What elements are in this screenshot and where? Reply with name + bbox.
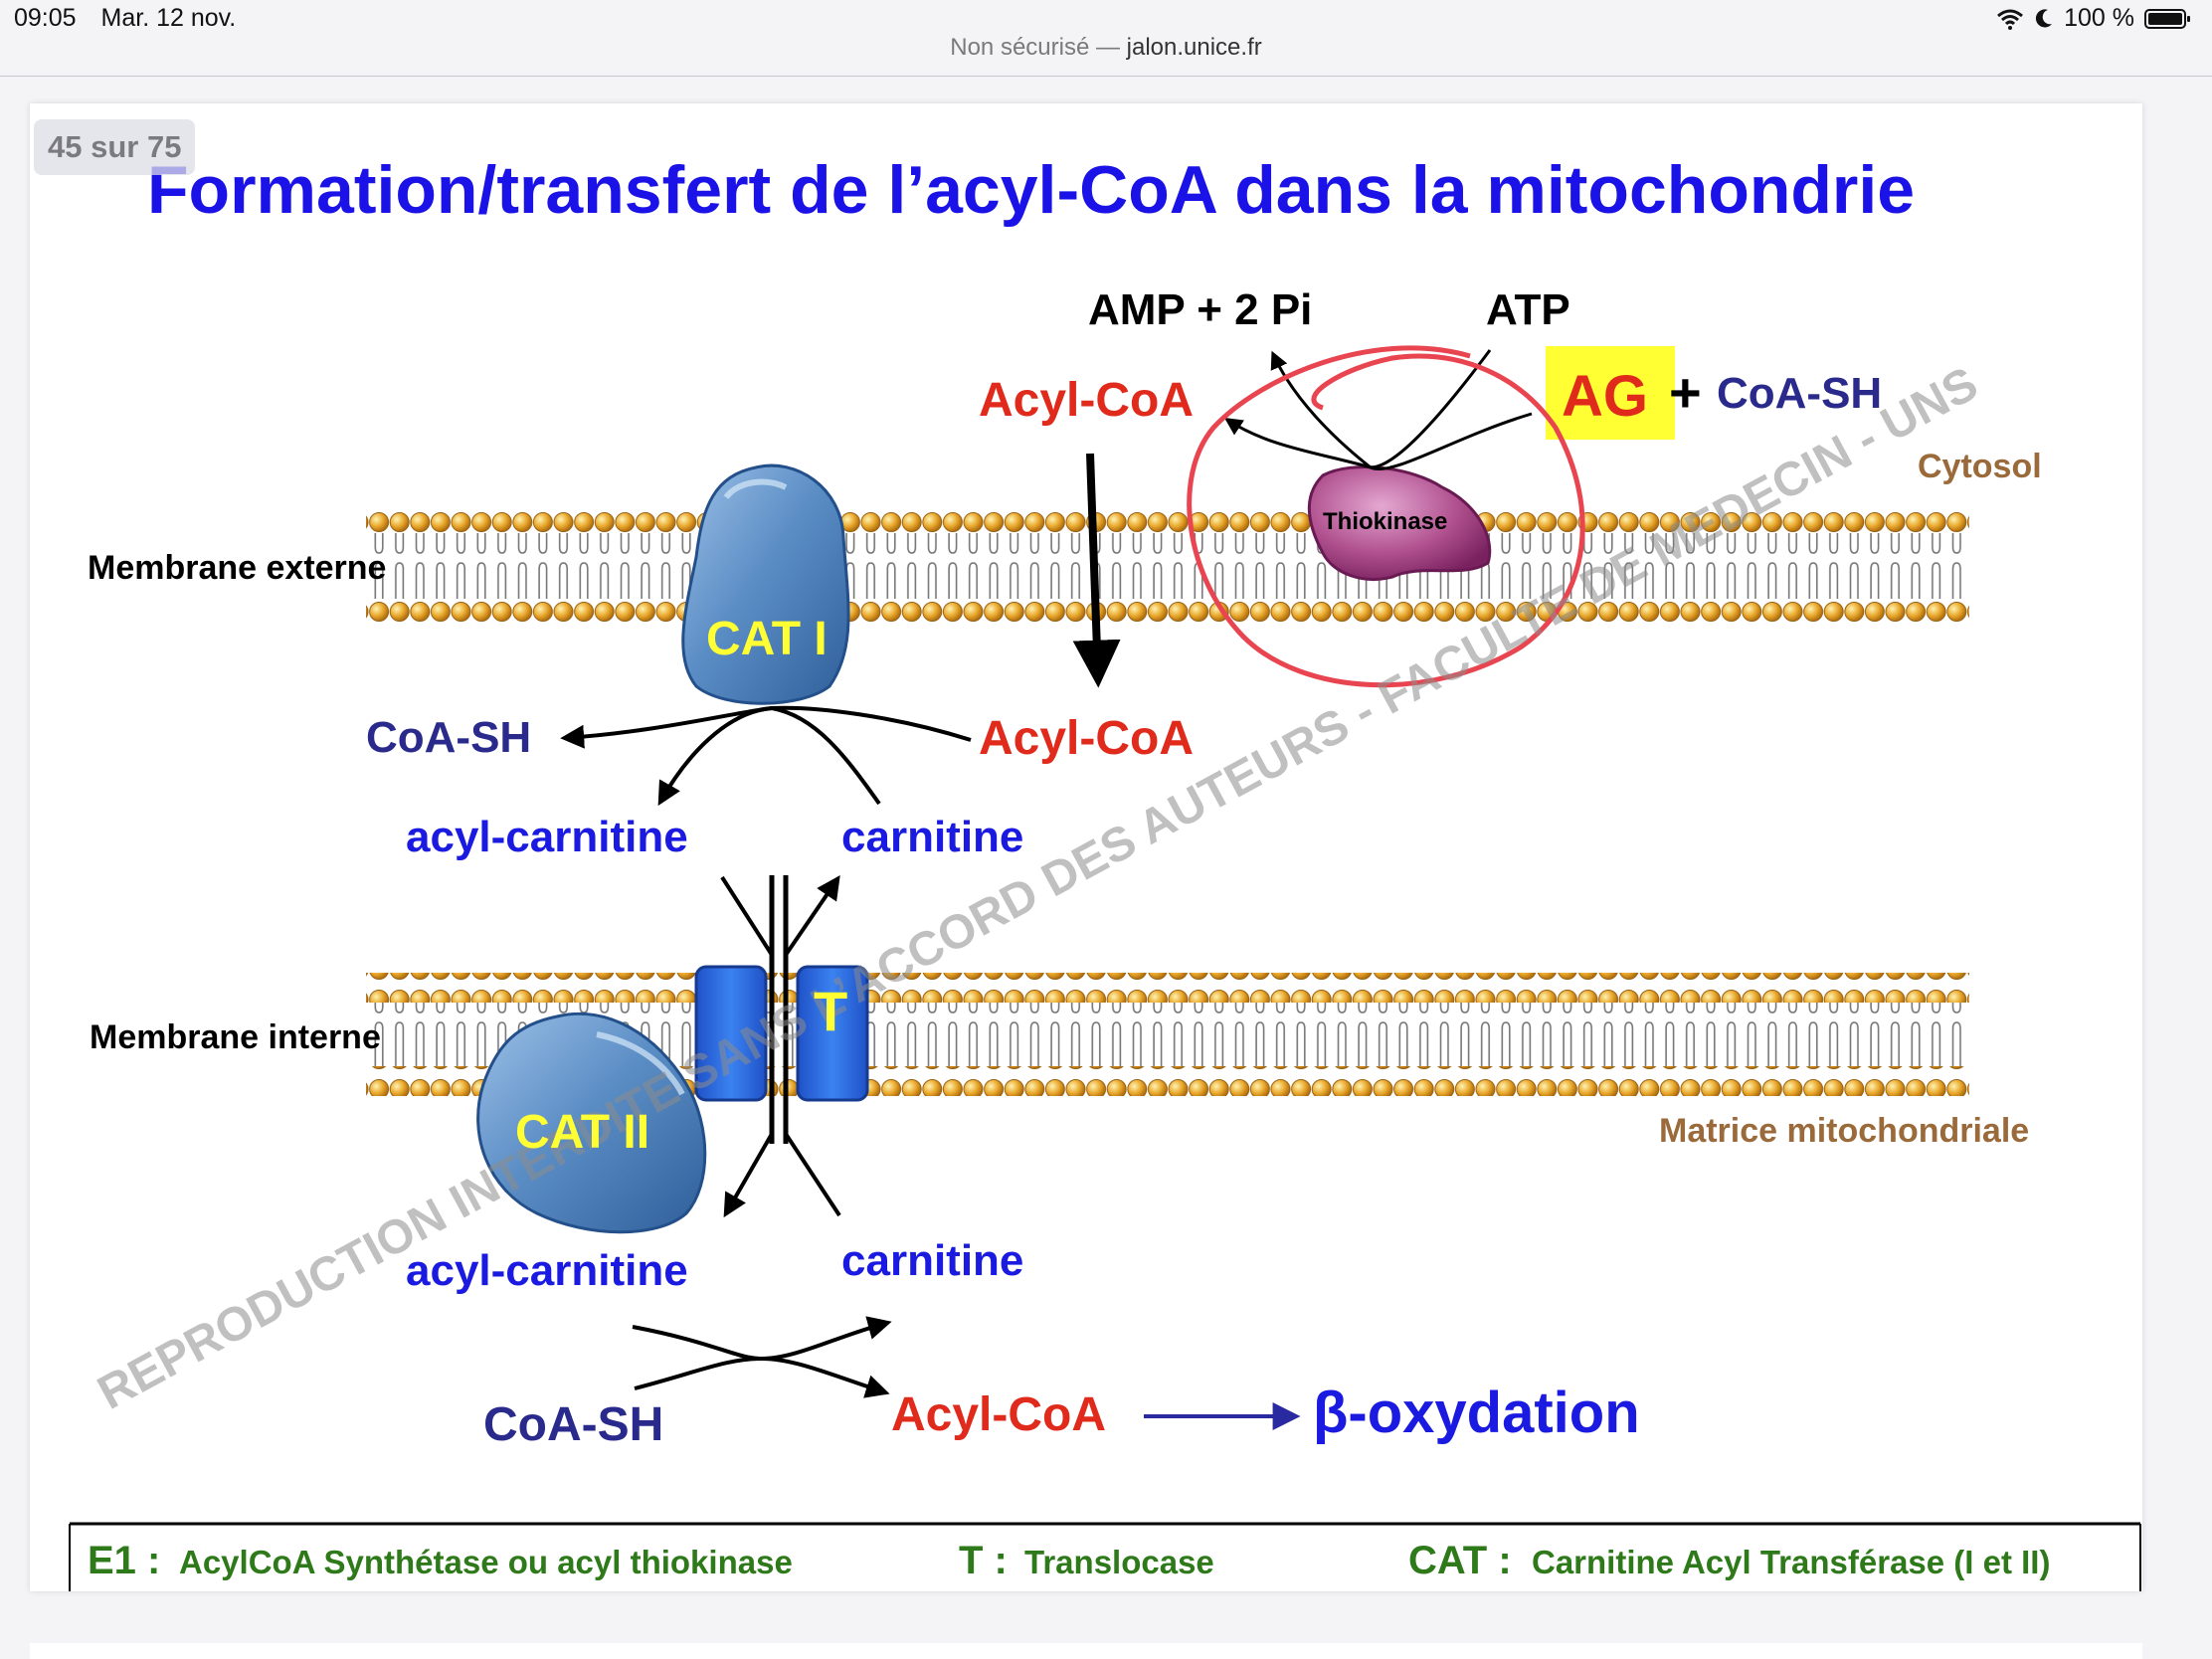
address-bar[interactable]: Non sécurisé — jalon.unice.fr — [0, 34, 2212, 77]
label-membrane-externe: Membrane externe — [88, 549, 386, 587]
label-membrane-interne: Membrane interne — [90, 1018, 381, 1056]
battery-percentage: 100 % — [2064, 4, 2134, 32]
outer-membrane — [366, 503, 1969, 625]
moon-icon — [2036, 8, 2053, 27]
label-plus: + — [1669, 361, 1702, 424]
battery-icon — [2144, 8, 2190, 29]
label-coash-intermembrane: CoA-SH — [366, 713, 531, 762]
slide-title: Formation/transfert de l’acyl-CoA dans l… — [147, 152, 1915, 228]
thiokinase-enzyme — [1307, 465, 1492, 581]
next-page-edge — [30, 1643, 2142, 1659]
label-acylcarnitine-matrix: acyl-carnitine — [406, 1246, 688, 1295]
label-thiokinase: Thiokinase — [1323, 508, 1447, 535]
label-coash-cytosol: CoA-SH — [1717, 369, 1882, 418]
status-left: 09:05 Mar. 12 nov. — [14, 4, 236, 33]
label-cat1: CAT I — [706, 613, 828, 665]
translocase-protein — [694, 875, 869, 1144]
address-separator: — — [1095, 34, 1120, 61]
label-cytosol: Cytosol — [1918, 448, 2042, 485]
label-ag: AG — [1562, 364, 1648, 429]
label-coash-matrix: CoA-SH — [483, 1398, 663, 1451]
legend-t-text: Translocase — [1024, 1544, 1214, 1580]
label-amp-2pi: AMP + 2 Pi — [1088, 285, 1312, 334]
label-acylcarnitine-intermembrane: acyl-carnitine — [406, 813, 688, 861]
red-annotation-circle — [1187, 345, 1585, 688]
legend-cat-text: Carnitine Acyl Transférase (I et II) — [1532, 1544, 2050, 1580]
label-matrice: Matrice mitochondriale — [1659, 1112, 2029, 1150]
clock: 09:05 — [14, 4, 77, 32]
status-right: 100 % — [1996, 4, 2192, 33]
label-beta-oxydation: β-oxydation — [1313, 1381, 1640, 1445]
legend-cat-key: CAT : — [1408, 1539, 1512, 1582]
legend-t-key: T : — [959, 1539, 1008, 1582]
cat2-protein — [476, 1012, 707, 1234]
label-cat2: CAT II — [515, 1106, 649, 1159]
label-acylcoa-intermembrane: Acyl-CoA — [979, 712, 1194, 765]
ag-highlight — [1546, 346, 1675, 440]
legend-e1-key: E1 : — [88, 1539, 160, 1582]
cat2-reaction-arrows — [632, 1316, 1301, 1430]
label-acylcoa-matrix: Acyl-CoA — [891, 1388, 1106, 1441]
security-label: Non sécurisé — [950, 34, 1090, 61]
label-translocase-t: T — [814, 980, 847, 1042]
wifi-icon — [1997, 9, 2024, 30]
label-atp: ATP — [1486, 285, 1570, 334]
status-bar: 09:05 Mar. 12 nov. 100 % — [0, 0, 2212, 40]
label-carnitine-matrix: carnitine — [841, 1236, 1023, 1285]
label-acylcoa-cytosol: Acyl-CoA — [979, 374, 1194, 427]
legend-e1-text: AcylCoA Synthétase ou acyl thiokinase — [179, 1544, 793, 1580]
legend-box — [69, 1522, 2141, 1591]
top-reaction-arrows — [1072, 349, 1533, 688]
domain-label: jalon.unice.fr — [1126, 34, 1262, 61]
cat1-protein — [681, 463, 850, 705]
translocase-arrows — [720, 875, 841, 1218]
date: Mar. 12 nov. — [100, 4, 237, 32]
cat1-reaction-arrows — [560, 705, 972, 807]
page-counter: 45 sur 75 — [34, 119, 196, 175]
slide-page — [30, 103, 2142, 1591]
label-carnitine-intermembrane: carnitine — [841, 813, 1023, 861]
